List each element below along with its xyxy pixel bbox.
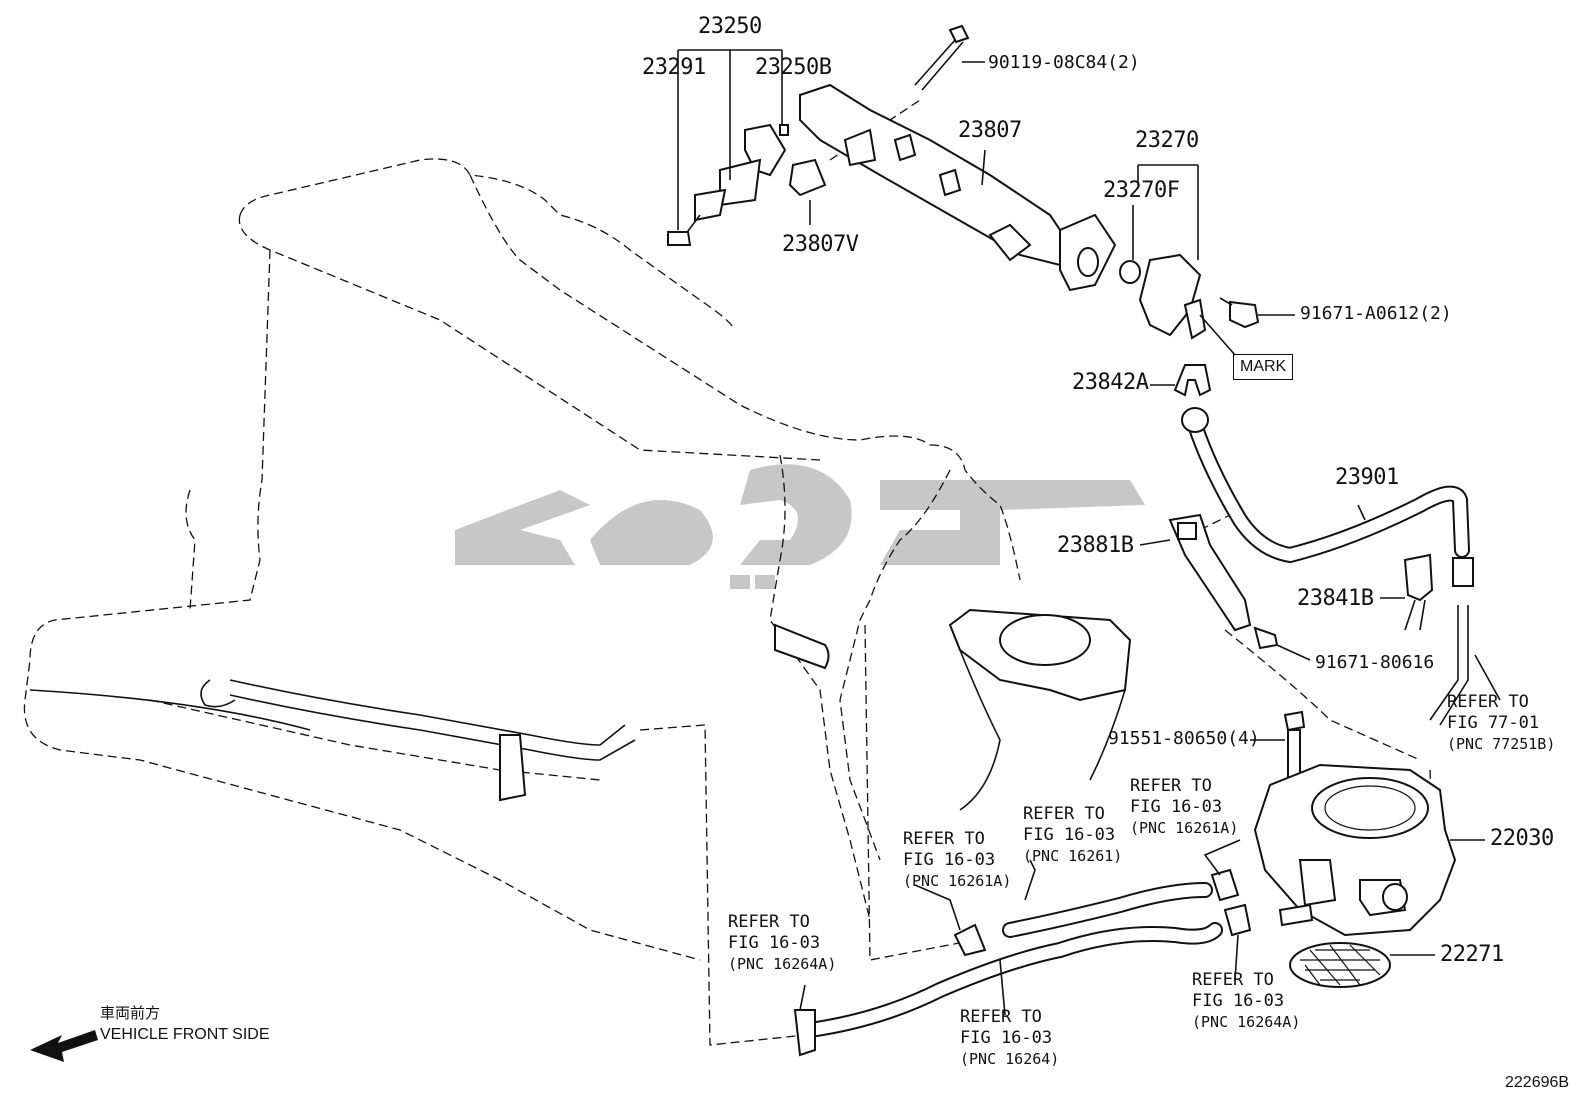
direction-label-jp: 車両前方 <box>100 1004 161 1022</box>
leader-lines <box>677 49 1501 1016</box>
part-label-23807v: 23807V <box>782 232 859 257</box>
direction-label-en: VEHICLE FRONT SIDE <box>100 1026 270 1043</box>
watermark-logo <box>455 464 1145 589</box>
engine-outline <box>23 158 1021 961</box>
fuel-hose-23901 <box>1181 407 1474 587</box>
part-label-22030: 22030 <box>1490 826 1554 851</box>
part-label-23270f: 23270F <box>1103 178 1180 203</box>
arrow-left-down-icon <box>30 1030 98 1062</box>
fuel-injector <box>667 123 789 246</box>
part-label-22271: 22271 <box>1440 942 1504 967</box>
bolt-91551 <box>1283 710 1306 786</box>
clip-23842a <box>1173 364 1212 397</box>
mark-box: MARK <box>1233 354 1294 380</box>
part-label-23250b: 23250B <box>755 55 832 80</box>
part-label-91671-80616: 91671-80616 <box>1315 652 1435 673</box>
part-label-23807: 23807 <box>958 118 1022 143</box>
part-label-23901: 23901 <box>1335 465 1399 490</box>
part-label-23881b: 23881B <box>1057 533 1134 558</box>
part-label-91551: 91551-80650(4) <box>1108 728 1260 749</box>
bolt-90119 <box>914 24 970 91</box>
clamp-23841b <box>1403 553 1434 631</box>
gasket-22271 <box>1289 942 1391 988</box>
part-label-23270: 23270 <box>1135 128 1199 153</box>
diagram-code: 222696B <box>1505 1074 1570 1091</box>
fuel-pipe-fitting <box>1119 253 1260 340</box>
part-label-23250: 23250 <box>698 14 762 39</box>
hose-to-77-01 <box>1429 605 1469 726</box>
part-label-23841b: 23841B <box>1297 586 1374 611</box>
part-label-23842a: 23842A <box>1072 370 1149 395</box>
intake-manifold <box>948 608 1132 811</box>
part-label-90119: 90119-08C84(2) <box>988 52 1140 73</box>
fuel-rail <box>788 83 1117 292</box>
water-hoses <box>793 868 1252 1057</box>
part-label-91671-a0612: 91671-A0612(2) <box>1300 303 1452 324</box>
part-label-23291: 23291 <box>642 55 706 80</box>
throttle-body <box>1253 763 1457 937</box>
